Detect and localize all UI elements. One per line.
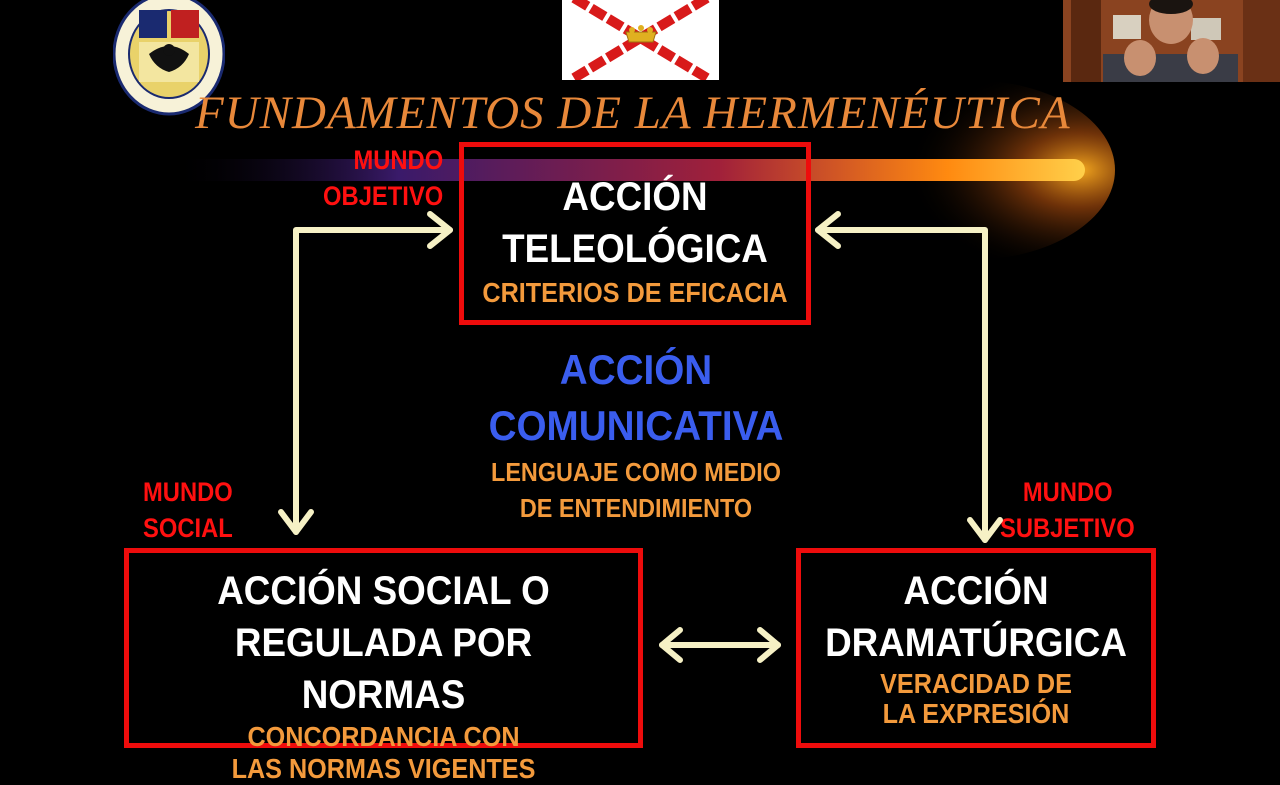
mundo-subjetivo-label: MUNDO SUBJETIVO — [1000, 474, 1141, 546]
dramaturgical-heading-line2: DRAMATÚRGICA — [825, 621, 1127, 665]
left-connector-arrow — [278, 211, 453, 535]
communicative-heading-line2: COMUNICATIVA — [488, 402, 784, 449]
mundo-social-label: MUNDO SOCIAL — [143, 474, 257, 546]
communicative-action-center: ACCIÓN COMUNICATIVA LENGUAJE COMO MEDIO … — [440, 342, 832, 526]
right-connector-arrow — [815, 211, 1003, 543]
teleological-heading-line2: TELEOLÓGICA — [502, 227, 768, 271]
mundo-subjetivo-line1: MUNDO — [1022, 477, 1113, 507]
dramaturgical-action-box: ACCIÓN DRAMATÚRGICA VERACIDAD DE LA EXPR… — [796, 548, 1156, 748]
mundo-objetivo-label: MUNDO OBJETIVO — [320, 142, 443, 214]
horizontal-double-arrow — [659, 627, 781, 663]
dramaturgical-heading-line1: ACCIÓN — [903, 569, 1049, 613]
connector-arrows — [278, 211, 1003, 663]
comet-glow-decoration — [170, 80, 1115, 260]
dramaturgical-criterion-line1: VERACIDAD DE — [880, 668, 1072, 699]
mundo-social-line2: SOCIAL — [143, 513, 233, 543]
social-heading-line2: REGULADA POR NORMAS — [234, 621, 533, 717]
communicative-sub-line2: DE ENTENDIMIENTO — [519, 493, 753, 523]
teleological-action-box: ACCIÓN TELEOLÓGICA CRITERIOS DE EFICACIA — [459, 142, 811, 325]
mundo-social-line1: MUNDO — [143, 477, 233, 507]
social-criterion-line2: LAS NORMAS VIGENTES — [231, 753, 536, 784]
burgundy-cross-flag — [562, 0, 719, 83]
teleological-heading-line1: ACCIÓN — [562, 175, 708, 219]
social-heading-line1: ACCIÓN SOCIAL O — [217, 569, 550, 613]
communicative-heading-line1: ACCIÓN — [559, 346, 713, 393]
mundo-objetivo-line1: MUNDO — [353, 145, 444, 175]
mundo-subjetivo-line2: SUBJETIVO — [1000, 513, 1135, 543]
mundo-objetivo-line2: OBJETIVO — [323, 181, 444, 211]
teleological-criterion: CRITERIOS DE EFICACIA — [482, 277, 788, 308]
university-seal — [112, 0, 226, 116]
slide-title: FUNDAMENTOS DE LA HERMENÉUTICA — [195, 87, 1071, 139]
presenter-webcam — [1063, 0, 1280, 82]
social-criterion-line1: CONCORDANCIA CON — [247, 721, 520, 752]
communicative-sub-line1: LENGUAJE COMO MEDIO — [491, 457, 781, 487]
